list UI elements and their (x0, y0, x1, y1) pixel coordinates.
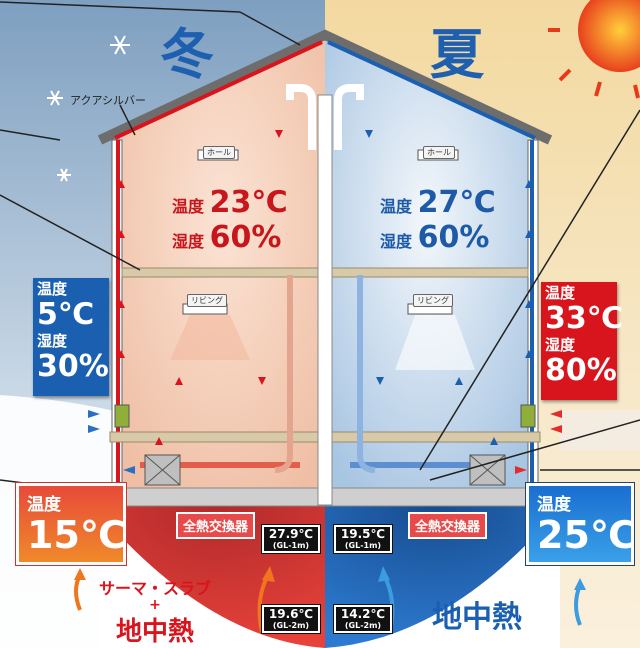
winter-source-plus: + (149, 597, 161, 613)
winter-hall-label: ホール (203, 146, 235, 159)
winter-ground-2m: 19.6℃ (GL-2m) (262, 605, 320, 633)
summer-living-label: リビング (413, 294, 453, 307)
summer-floor-temp-box: 温度 25℃ (526, 483, 636, 565)
summer-floor-temp: 25℃ (537, 513, 636, 557)
winter-ground-1m-depth: (GL-1m) (272, 541, 310, 550)
summer-hall-label: ホール (423, 146, 455, 159)
winter-house-interior (120, 40, 325, 490)
summer-indoor-hum: 60% (417, 220, 490, 255)
summer-ground-1m-depth: (GL-1m) (344, 541, 382, 550)
winter-living-label: リビング (187, 294, 227, 307)
summer-floor-temp-label: 温度 (537, 495, 571, 515)
summer-heat-exchanger-label: 全熱交換器 (408, 512, 488, 539)
summer-ground-1m-temp: 19.5℃ (340, 527, 386, 541)
winter-ground-2m-depth: (GL-2m) (272, 621, 310, 630)
winter-outdoor-temp: 5℃ (37, 297, 95, 332)
winter-outdoor-hum-label: 湿度 (37, 332, 68, 350)
winter-floor-temp-box: 温度 15℃ (16, 483, 126, 565)
summer-outdoor-hum-label: 湿度 (545, 336, 576, 354)
winter-floor-temp-label: 温度 (27, 495, 61, 515)
summer-title: 夏 (430, 23, 486, 86)
snowflake-icons (47, 35, 130, 182)
winter-heat-source: サーマ・スラブ + 地中熱 (95, 575, 215, 648)
winter-outdoor-hum: 30% (37, 349, 109, 384)
summer-outdoor-temp: 33℃ (545, 301, 624, 336)
sun-icon (548, 0, 640, 99)
summer-outdoor-panel: 温度 33℃ 湿度 80% (541, 282, 624, 400)
summer-airflow-arrows (365, 130, 533, 445)
winter-indoor-temp-label: 温度 (172, 197, 205, 216)
summer-heat-source: 地中熱 (432, 600, 522, 635)
ground-bg (100, 520, 560, 648)
winter-source-line2: 地中熱 (115, 617, 194, 647)
winter-indoor-readings: 温度 23℃ 湿度 60% (172, 185, 288, 255)
winter-floor-temp: 15℃ (27, 513, 126, 557)
winter-heat-exchanger-label: 全熱交換器 (176, 512, 256, 539)
summer-ground-1m: 19.5℃ (GL-1m) (334, 525, 392, 553)
summer-outdoor-temp-label: 温度 (545, 284, 576, 302)
material-label: アクアシルバー (70, 94, 147, 107)
winter-indoor-hum: 60% (209, 220, 282, 255)
winter-title: 冬 (160, 23, 216, 86)
winter-indoor-temp: 23℃ (209, 185, 288, 220)
summer-outdoor-hum: 80% (545, 353, 617, 388)
summer-ground-2m: 14.2℃ (GL-2m) (334, 605, 392, 633)
summer-ground-2m-depth: (GL-2m) (344, 621, 382, 630)
summer-indoor-readings: 温度 27℃ 湿度 60% (380, 185, 496, 255)
summer-ground-2m-temp: 14.2℃ (340, 607, 386, 621)
winter-outdoor-panel: 温度 5℃ 湿度 30% (33, 278, 109, 396)
summer-outside-vent (520, 404, 536, 428)
winter-source-line1: サーマ・スラブ (98, 579, 211, 598)
summer-indoor-temp-label: 温度 (380, 197, 413, 216)
winter-ground-2m-temp: 19.6℃ (268, 607, 314, 621)
central-duct (317, 94, 333, 506)
winter-indoor-hum-label: 湿度 (172, 232, 205, 251)
winter-airflow-arrows (117, 130, 283, 445)
roof (97, 29, 553, 145)
winter-ground-1m-temp: 27.9℃ (268, 527, 314, 541)
summer-ground (560, 410, 640, 450)
winter-outdoor-temp-label: 温度 (37, 280, 68, 298)
summer-indoor-hum-label: 湿度 (380, 232, 413, 251)
winter-outside-vent (114, 404, 130, 428)
winter-ground-1m: 27.9℃ (GL-1m) (262, 525, 320, 553)
summer-indoor-temp: 27℃ (417, 185, 496, 220)
